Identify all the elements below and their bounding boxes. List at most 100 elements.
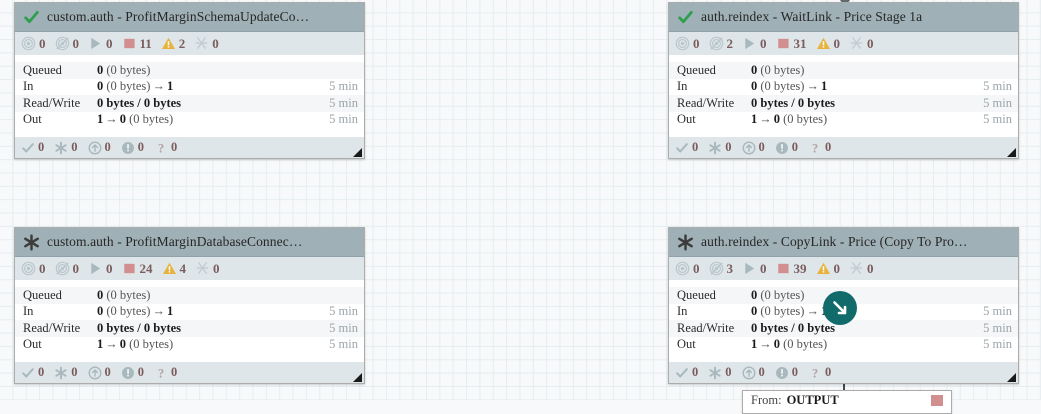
read-write-value: 0 bytes / 0 bytes — [751, 320, 836, 335]
status-running[interactable]: 0 — [88, 261, 113, 277]
read-write-time: 5 min — [983, 320, 1012, 335]
status-invalid-warning[interactable]: 0 — [816, 36, 840, 52]
status-not-transmitting[interactable]: 2 — [709, 36, 733, 52]
footer-info-circle[interactable]: 0 — [121, 140, 144, 155]
in-label: In — [23, 304, 34, 319]
invalid-warning-icon — [161, 36, 176, 51]
footer-count: 0 — [825, 365, 832, 379]
status-invalid-warning[interactable]: 0 — [816, 260, 841, 277]
footer-question[interactable]: ?0 — [808, 140, 831, 155]
footer-info-circle[interactable]: 0 — [775, 365, 798, 380]
footer-up-arrow-circle[interactable]: 0 — [742, 140, 765, 155]
footer-asterisk[interactable]: 0 — [54, 365, 78, 380]
status-transmitting[interactable]: 0 — [675, 261, 700, 277]
up-arrow-circle-icon — [742, 366, 755, 379]
queued-value: 0 (0 bytes) — [751, 62, 805, 77]
status-stopped[interactable]: 11 — [122, 36, 152, 52]
status-stopped[interactable]: 39 — [776, 261, 807, 277]
footer-asterisk[interactable]: 0 — [54, 140, 78, 155]
status-not-transmitting[interactable]: 0 — [55, 261, 79, 277]
status-disabled[interactable]: 0 — [195, 261, 220, 277]
footer-question[interactable]: ?0 — [154, 140, 177, 155]
footer-question[interactable]: ?0 — [808, 365, 831, 380]
status-not-transmitting[interactable]: 3 — [709, 261, 733, 277]
footer-check-small[interactable]: 0 — [21, 140, 44, 155]
status-disabled[interactable]: 0 — [849, 261, 874, 277]
resize-handle[interactable] — [353, 148, 362, 157]
processor-title: custom.auth - ProfitMarginDatabaseConnec… — [47, 234, 303, 249]
footer-info-circle[interactable]: 0 — [121, 365, 144, 380]
in-value: 0 (0 bytes)→1 — [97, 79, 174, 94]
processor-header[interactable]: custom.auth - ProfitMarginSchemaUpdateCo… — [15, 3, 364, 32]
footer-question[interactable]: ?0 — [154, 365, 177, 380]
footer-asterisk[interactable]: 0 — [708, 140, 732, 155]
footer-up-arrow-circle[interactable]: 0 — [88, 140, 111, 155]
processor-header[interactable]: auth.reindex - WaitLink - Price Stage 1a — [669, 3, 1018, 32]
question-icon: ? — [812, 366, 818, 380]
processor-card[interactable]: auth.reindex - WaitLink - Price Stage 1a… — [668, 2, 1019, 159]
not-transmitting-icon — [709, 261, 723, 276]
disabled-icon — [850, 262, 863, 274]
question-icon: ? — [154, 141, 168, 155]
resize-handle[interactable] — [1007, 148, 1016, 157]
connection-detail-box[interactable]: From: OUTPUT — [742, 390, 952, 414]
status-stopped[interactable]: 24 — [122, 261, 153, 277]
in-value: 0 (0 bytes)→1 — [97, 304, 174, 319]
question-icon: ? — [154, 366, 168, 380]
check-icon — [677, 9, 694, 26]
asterisk-header-icon — [24, 233, 39, 251]
read-write-value: 0 bytes / 0 bytes — [97, 95, 182, 110]
footer-asterisk[interactable]: 0 — [708, 365, 732, 380]
queued-label: Queued — [23, 62, 62, 77]
resize-handle[interactable] — [1007, 373, 1016, 382]
footer-up-arrow-circle[interactable]: 0 — [88, 365, 111, 380]
running-icon — [745, 262, 755, 275]
stopped-icon — [777, 38, 789, 49]
status-disabled[interactable]: 0 — [849, 36, 874, 52]
invalid-warning-icon — [162, 262, 176, 274]
status-count: 0 — [867, 260, 874, 276]
status-transmitting[interactable]: 0 — [21, 261, 46, 277]
processor-header[interactable]: custom.auth - ProfitMarginDatabaseConnec… — [15, 228, 364, 257]
check-small-icon — [21, 141, 35, 155]
question-icon: ? — [808, 366, 822, 380]
status-running[interactable]: 0 — [88, 36, 113, 52]
status-running[interactable]: 0 — [742, 36, 767, 52]
footer-check-small[interactable]: 0 — [21, 365, 44, 380]
processor-header[interactable]: auth.reindex - CopyLink - Price (Copy To… — [669, 228, 1018, 257]
footer-check-small[interactable]: 0 — [675, 365, 698, 380]
status-transmitting[interactable]: 0 — [21, 36, 46, 52]
status-stopped[interactable]: 31 — [776, 36, 807, 52]
up-arrow-circle-icon — [742, 141, 756, 155]
check-small-icon — [676, 367, 688, 378]
stopped-icon — [776, 36, 791, 51]
in-time: 5 min — [983, 304, 1012, 319]
info-circle-icon — [121, 366, 135, 380]
status-disabled[interactable]: 0 — [194, 36, 219, 52]
status-not-transmitting[interactable]: 0 — [55, 36, 79, 52]
running-icon — [91, 37, 101, 50]
read-write-label: Read/Write — [677, 320, 735, 335]
check-small-icon — [675, 141, 689, 155]
status-transmitting[interactable]: 0 — [675, 36, 700, 52]
processor-card[interactable]: custom.auth - ProfitMarginDatabaseConnec… — [14, 227, 365, 384]
status-count: 0 — [833, 260, 841, 276]
status-running[interactable]: 0 — [742, 261, 767, 277]
footer-up-arrow-circle[interactable]: 0 — [742, 365, 765, 380]
footer-info-circle[interactable]: 0 — [775, 140, 798, 155]
status-invalid-warning[interactable]: 4 — [162, 261, 186, 277]
status-invalid-warning[interactable]: 2 — [161, 36, 185, 52]
stopped-icon — [931, 395, 943, 406]
disabled-icon — [195, 261, 210, 276]
connection-from-name: OUTPUT — [786, 393, 839, 407]
resize-handle[interactable] — [353, 373, 362, 382]
running-icon — [91, 262, 101, 275]
processor-card[interactable]: auth.reindex - CopyLink - Price (Copy To… — [668, 227, 1019, 384]
footer-check-small[interactable]: 0 — [675, 140, 698, 155]
processor-card[interactable]: custom.auth - ProfitMarginSchemaUpdateCo… — [14, 2, 365, 159]
asterisk-icon — [709, 366, 721, 379]
read-write-value: 0 bytes / 0 bytes — [751, 95, 836, 110]
